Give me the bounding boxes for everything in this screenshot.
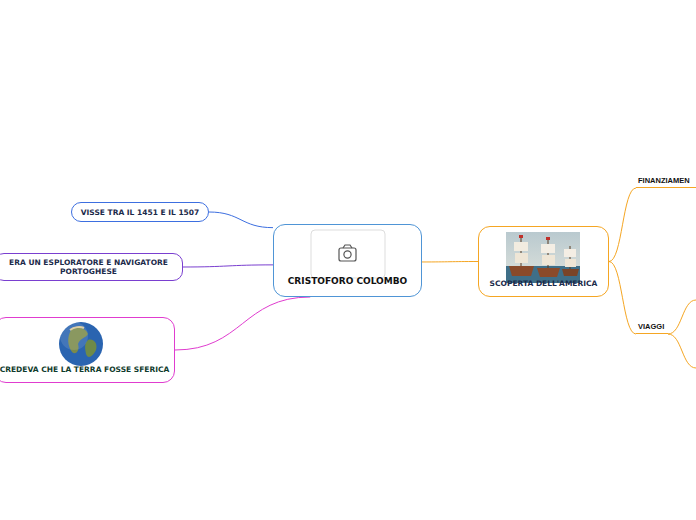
branch-topic: VIAGGI bbox=[636, 322, 668, 334]
branch-topic: FINANZIAMEN bbox=[636, 176, 696, 188]
branch-connector bbox=[609, 262, 636, 335]
subtopic-box: SCOPERTA DELL'AMERICA bbox=[478, 226, 609, 297]
globe-picture bbox=[59, 322, 103, 366]
node-text: CREDEVA CHE LA TERRA FOSSE SFERICA bbox=[0, 365, 169, 374]
ships-picture bbox=[506, 232, 580, 283]
branch-connector bbox=[609, 188, 636, 262]
branch-connector bbox=[183, 265, 273, 267]
node-text: VIAGGI bbox=[638, 322, 664, 331]
subtopic-box: VISSE TRA IL 1451 E IL 1507 bbox=[71, 202, 209, 222]
branch-connector bbox=[209, 212, 273, 228]
branch-lines bbox=[668, 300, 696, 368]
camera-placeholder bbox=[311, 230, 385, 278]
central-topic: CRISTOFORO COLOMBO bbox=[273, 224, 422, 297]
node-text: VISSE TRA IL 1451 E IL 1507 bbox=[81, 208, 200, 217]
node-text: ERA UN ESPLORATORE E NAVIGATORE PORTOGHE… bbox=[0, 258, 178, 276]
node-text: CRISTOFORO COLOMBO bbox=[288, 276, 407, 287]
subtopic-box: ERA UN ESPLORATORE E NAVIGATORE PORTOGHE… bbox=[0, 253, 183, 281]
subtopic-box: CREDEVA CHE LA TERRA FOSSE SFERICA bbox=[0, 317, 175, 383]
branch-connector bbox=[175, 297, 310, 350]
node-text: SCOPERTA DELL'AMERICA bbox=[490, 279, 598, 288]
branch-connector bbox=[422, 261, 478, 262]
node-text: FINANZIAMEN bbox=[638, 176, 690, 185]
